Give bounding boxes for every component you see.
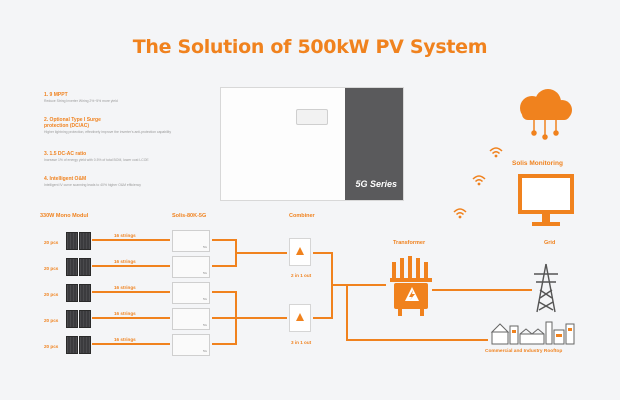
solar-panel bbox=[66, 284, 78, 302]
solar-panel bbox=[79, 258, 91, 276]
combiner-label: Combiner bbox=[289, 213, 315, 219]
row-strings: 16 strings bbox=[114, 259, 136, 264]
wifi-icon bbox=[453, 208, 467, 219]
solar-panel bbox=[79, 310, 91, 328]
row-pcs: 20 pcs bbox=[44, 292, 59, 297]
string-inverter: 5G bbox=[172, 334, 210, 356]
feature-desc: Intelligent IV curve scanning leads to 4… bbox=[44, 183, 142, 187]
solar-panel bbox=[79, 284, 91, 302]
feature-item: 4. Intelligent O&M Intelligent IV curve … bbox=[44, 176, 194, 187]
row-pcs: 20 pcs bbox=[44, 240, 59, 245]
monitoring-label: Solis Monitoring bbox=[512, 160, 563, 167]
feature-desc: Higher lightning protection, effectively… bbox=[44, 130, 172, 134]
inverter-side-panel bbox=[345, 88, 403, 200]
panels-label: 330W Mono Modul bbox=[40, 213, 89, 219]
combiner-io: 3 in 1 out bbox=[291, 340, 312, 345]
factory-icon bbox=[490, 321, 575, 345]
solar-panel bbox=[79, 336, 91, 354]
monitor-icon bbox=[518, 174, 574, 226]
inverter-display bbox=[296, 109, 328, 125]
inverter-illustration: 5G Series bbox=[220, 87, 404, 201]
rooftop-label: Commercial and Industry Rooftop bbox=[485, 349, 563, 354]
feature-title: 2. Optional Type I Surge protection (DC/… bbox=[44, 117, 101, 129]
solar-panel bbox=[66, 258, 78, 276]
string-inverter: 5G bbox=[172, 256, 210, 278]
feature-item: 3. 1.5 DC-AC ratio Increase 1% of energy… bbox=[44, 151, 194, 162]
solar-panel bbox=[66, 232, 78, 250]
feature-desc: Increase 1% of energy yield with 0.5% of… bbox=[44, 158, 149, 162]
string-inverter: 5G bbox=[172, 230, 210, 252]
cloud-icon bbox=[520, 89, 572, 140]
page-title: The Solution of 500kW PV System bbox=[132, 36, 488, 58]
feature-item: 1. 9 MPPT Reduce String Inverter Wiring … bbox=[44, 92, 194, 103]
row-strings: 16 strings bbox=[114, 285, 136, 290]
solar-panel bbox=[79, 232, 91, 250]
solar-panel bbox=[66, 310, 78, 328]
inverters-label: Solis-80K-5G bbox=[172, 213, 207, 219]
feature-title: 1. 9 MPPT bbox=[44, 92, 68, 98]
row-pcs: 20 pcs bbox=[44, 266, 59, 271]
row-pcs: 20 pcs bbox=[44, 318, 59, 323]
row-strings: 16 strings bbox=[114, 233, 136, 238]
row-strings: 16 strings bbox=[114, 311, 136, 316]
wifi-icon bbox=[489, 147, 503, 158]
row-pcs: 20 pcs bbox=[44, 344, 59, 349]
solar-panel bbox=[66, 336, 78, 354]
grid-label: Grid bbox=[544, 240, 556, 246]
power-tower-icon bbox=[534, 263, 558, 313]
transformer-label: Transformer bbox=[393, 240, 426, 246]
feature-title: 3. 1.5 DC-AC ratio bbox=[44, 151, 87, 157]
feature-desc: Reduce String Inverter Wiring 2%~5% more… bbox=[44, 99, 118, 103]
string-inverter: 5G bbox=[172, 282, 210, 304]
string-inverter: 5G bbox=[172, 308, 210, 330]
feature-title: 4. Intelligent O&M bbox=[44, 176, 87, 182]
feature-item: 2. Optional Type I Surge protection (DC/… bbox=[44, 117, 194, 134]
transformer-icon bbox=[390, 256, 432, 316]
wifi-icon bbox=[472, 175, 486, 186]
inverter-logo: 5G Series bbox=[355, 179, 397, 189]
row-strings: 16 strings bbox=[114, 337, 136, 342]
combiner-io: 2 in 1 out bbox=[291, 273, 312, 278]
